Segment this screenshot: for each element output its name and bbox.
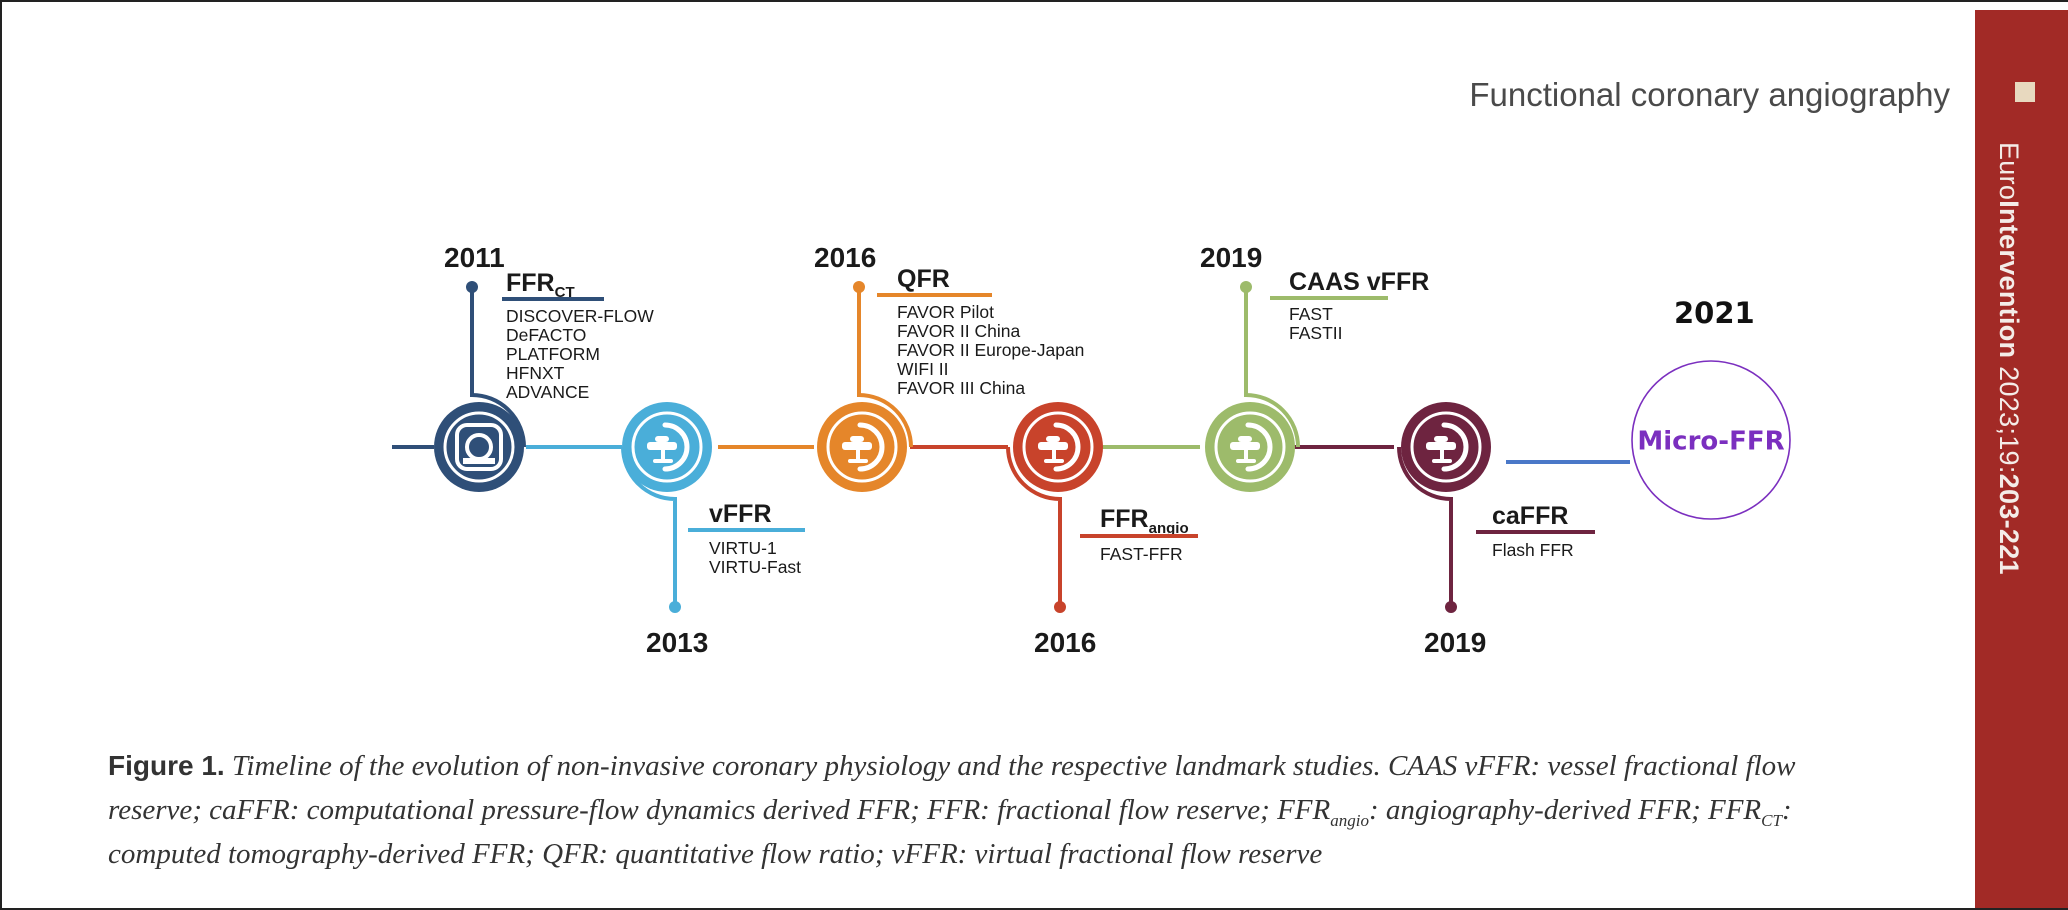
study-name: VIRTU-1 [709, 538, 777, 558]
caption-text: : angiography-derived FFR; FFR [1368, 794, 1762, 826]
milestone-micro-ffr: 2021 Micro-FFR [1631, 296, 1791, 520]
milestone-ffrct: 2011 FFRCT DISCOVER-FLOW DeFACTO PLATFOR… [434, 242, 654, 492]
study-name: FAST [1289, 304, 1333, 324]
milestone-year: 2019 [1200, 242, 1262, 273]
study-name: VIRTU-Fast [709, 557, 801, 577]
journal-pages: 203-221 [1994, 473, 2024, 575]
milestone-year: 2021 [1674, 296, 1755, 330]
study-name: Flash FFR [1492, 540, 1574, 560]
study-name: FAVOR III China [897, 378, 1025, 398]
milestone-technique: CAAS vFFR [1289, 268, 1429, 296]
milestone-technique: FFRCT [506, 269, 575, 301]
figure-label: Figure 1. [108, 750, 225, 781]
micro-ffr-circle [1631, 360, 1791, 520]
milestone-node [434, 402, 524, 492]
milestone-year: 2011 [444, 242, 505, 273]
milestone-qfr: 2016 QFR FAVOR Pilot FAVOR II China FAVO… [814, 242, 1084, 492]
micro-ffr-label: Micro-FFR [1637, 427, 1784, 457]
milestone-year: 2019 [1424, 627, 1486, 658]
study-name: FAVOR II Europe-Japan [897, 340, 1084, 360]
caption-text: Timeline of the evolution of non-invasiv… [108, 750, 1796, 826]
milestone-technique: QFR [897, 265, 950, 293]
running-head: Functional coronary angiography [1469, 76, 1950, 113]
journal-citation: EuroIntervention 2023;19:203-221 [1993, 142, 2024, 575]
milestone-technique: FFRangio [1100, 505, 1189, 537]
milestone-caffr: 2019 caFFR Flash FFR [1397, 402, 1595, 658]
milestone-technique: caFFR [1492, 502, 1568, 530]
study-name: HFNXT [506, 363, 565, 383]
milestone-technique: vFFR [709, 500, 772, 528]
journal-name-prefix: Euro [1994, 142, 2024, 201]
caption-subscript: angio [1330, 810, 1369, 830]
milestone-year: 2016 [814, 242, 876, 273]
study-name: FAVOR Pilot [897, 302, 994, 322]
milestone-ffrangio: 2016 FFRangio FAST-FFR [1006, 402, 1198, 658]
milestone-year: 2013 [646, 627, 708, 658]
milestone-vffr: 2013 vFFR VIRTU-1 VIRTU-Fast [621, 402, 805, 658]
figure-caption: Figure 1. Timeline of the evolution of n… [108, 744, 1888, 876]
caption-subscript: CT [1761, 810, 1782, 830]
study-name: DeFACTO [506, 325, 586, 345]
study-name: ADVANCE [506, 382, 589, 402]
study-name: PLATFORM [506, 344, 600, 364]
study-name: FAST-FFR [1100, 544, 1183, 564]
timeline-diagram: 2011 FFRCT DISCOVER-FLOW DeFACTO PLATFOR… [392, 242, 1791, 658]
study-name: FAVOR II China [897, 321, 1020, 341]
caption-text: : computed tomography-derived FFR; QFR: … [108, 794, 1792, 870]
milestone-caas-vffr: 2019 CAAS vFFR FAST FASTII [1200, 242, 1429, 492]
journal-volume: 2023;19: [1994, 358, 2024, 474]
journal-name-bold: Intervention [1994, 200, 2024, 359]
study-name: DISCOVER-FLOW [506, 306, 654, 326]
milestone-year: 2016 [1034, 627, 1096, 658]
journal-sidebar [1975, 10, 2068, 908]
ct-scanner-icon [455, 423, 503, 471]
study-name: FASTII [1289, 323, 1342, 343]
sidebar-square-marker [2015, 82, 2035, 102]
study-name: WIFI II [897, 359, 949, 379]
